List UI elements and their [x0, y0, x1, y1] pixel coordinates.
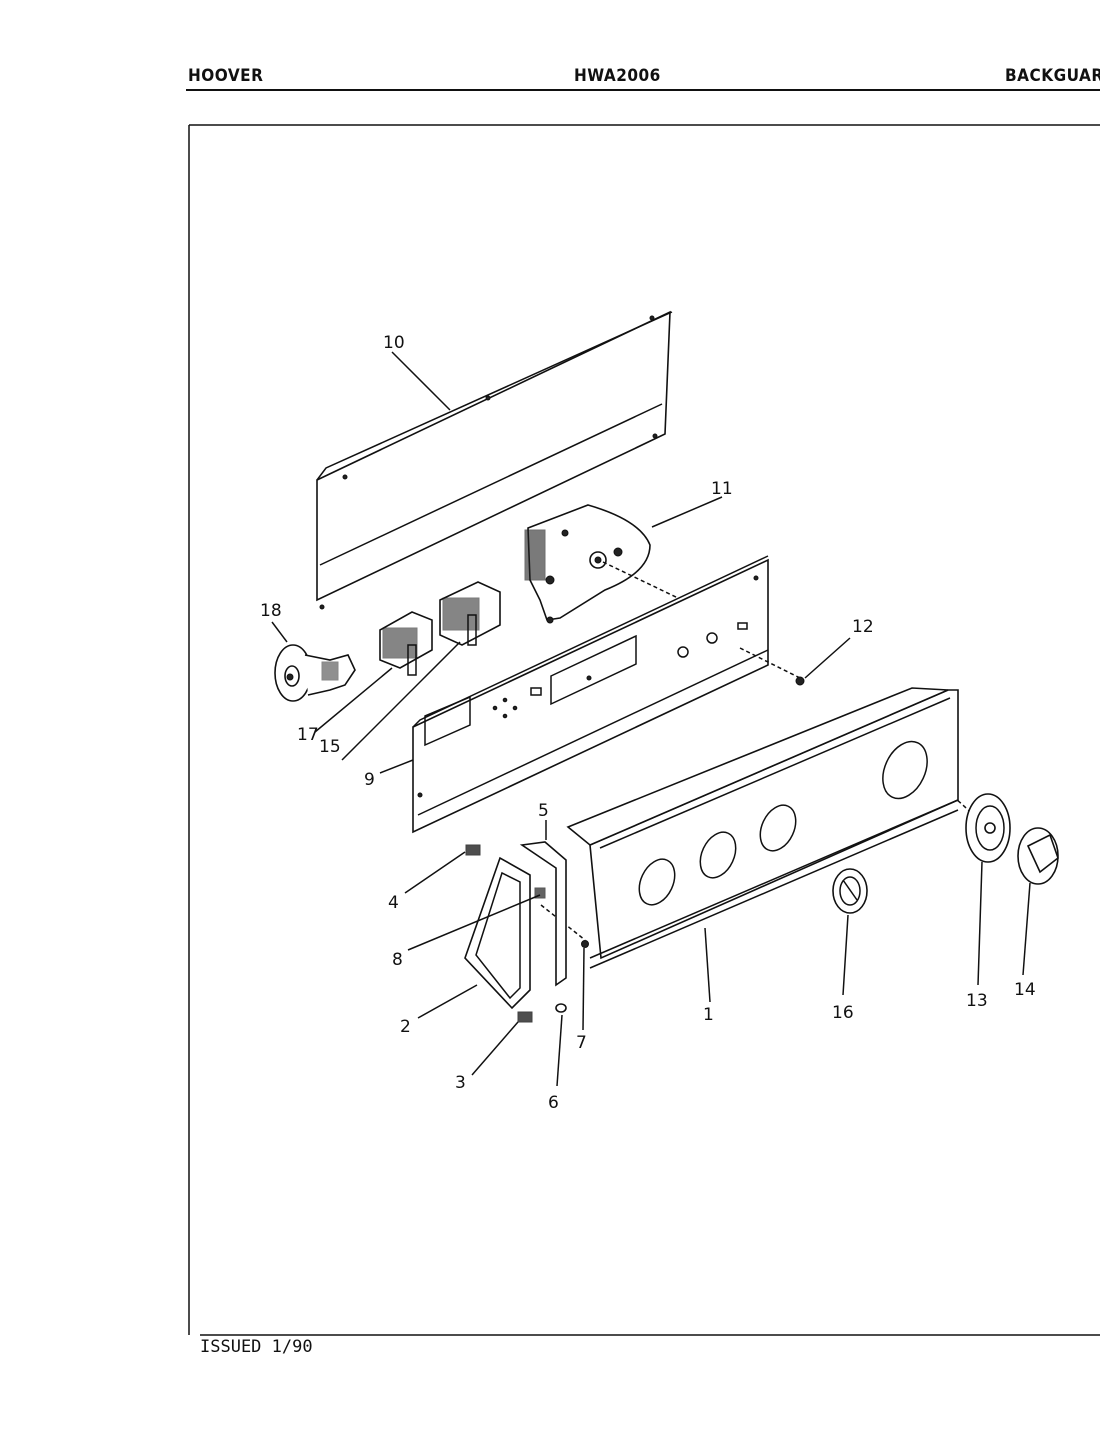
part-5-trim: [519, 841, 567, 987]
callout-17: 17: [297, 725, 319, 745]
part-7-screw: [581, 940, 589, 948]
part-16-knob: [832, 868, 868, 914]
leader-lines: [271, 351, 1031, 1087]
part-15-switch: [439, 581, 501, 646]
callout-2: 2: [400, 1017, 411, 1037]
callout-18: 18: [260, 601, 282, 621]
callout-4: 4: [388, 893, 399, 913]
part-10-top-cover: [316, 310, 673, 610]
part-14-dial-knob: [1017, 827, 1059, 885]
diagram-frame: [188, 124, 1100, 1336]
callout-5: 5: [538, 801, 549, 821]
callout-7: 7: [576, 1033, 587, 1053]
callout-12: 12: [852, 617, 874, 637]
part-4-clip: [465, 844, 481, 856]
model-number: HWA2006: [574, 66, 661, 86]
brand-label: HOOVER: [188, 66, 264, 86]
callout-labels: 1 2 3 4 5 6 7 8 9 10 11 12 13 14 15 16 1…: [260, 333, 1036, 1113]
issued-date: ISSUED 1/90: [200, 1337, 313, 1357]
part-13-dial: [965, 793, 1011, 863]
section-title: BACKGUARD: [1005, 66, 1100, 86]
callout-6: 6: [548, 1093, 559, 1113]
part-12-screw: [795, 676, 805, 686]
callout-11: 11: [711, 479, 733, 499]
part-3-clip: [517, 1011, 533, 1023]
part-18-switch: [274, 644, 356, 702]
callout-8: 8: [392, 950, 403, 970]
part-9-control-panel: [412, 555, 769, 834]
callout-1: 1: [703, 1005, 714, 1025]
part-1-console: [566, 687, 959, 969]
callout-13: 13: [966, 991, 988, 1011]
part-11-timer: [524, 504, 651, 624]
callout-10: 10: [383, 333, 405, 353]
header-rule: [186, 89, 1100, 91]
callout-15: 15: [319, 737, 341, 757]
part-8-bracket: [534, 887, 546, 899]
part-17-switch: [379, 611, 433, 676]
callout-14: 14: [1014, 980, 1036, 1000]
callout-16: 16: [832, 1003, 854, 1023]
part-6-plug: [555, 1003, 567, 1013]
part-2-end-cap: [464, 856, 531, 1010]
callout-3: 3: [455, 1073, 466, 1093]
callout-9: 9: [364, 770, 375, 790]
